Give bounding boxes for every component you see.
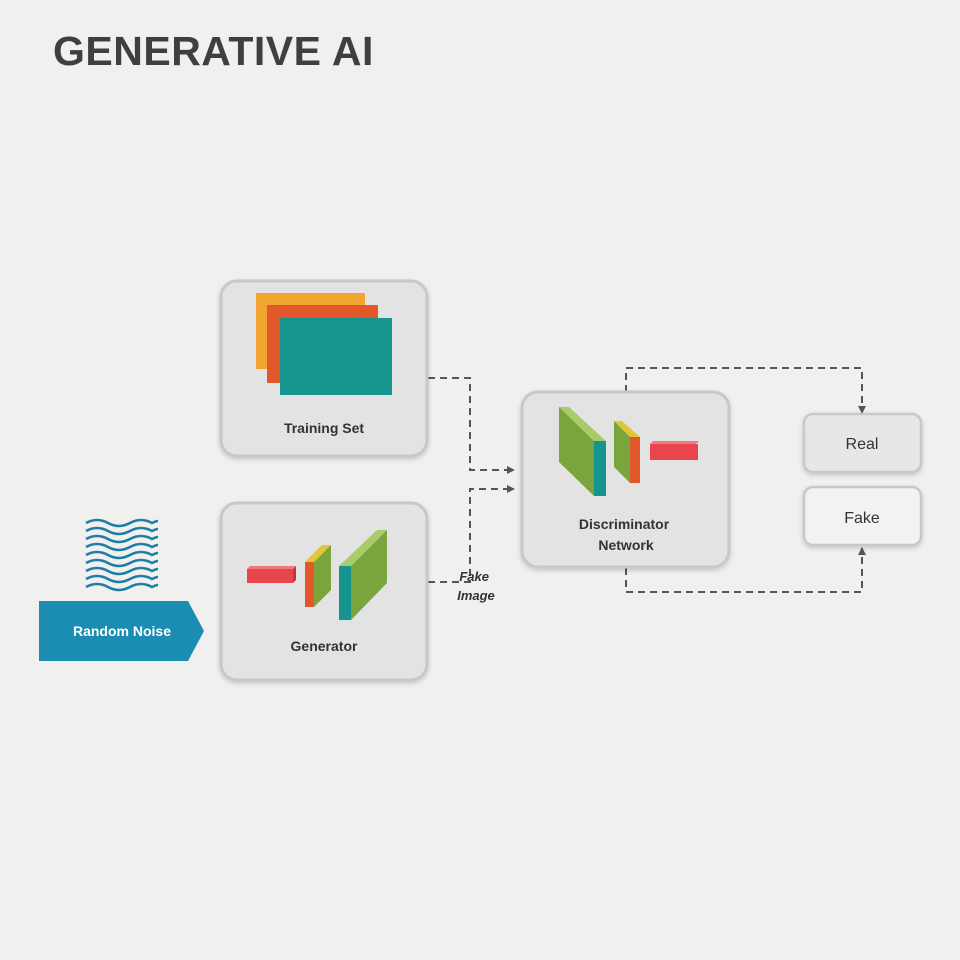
generator-label: Generator: [291, 638, 358, 654]
fake-output-label: Fake: [844, 510, 880, 527]
connector-discriminator-to-fake: [625, 547, 866, 593]
real-output-node: Real: [802, 412, 923, 474]
connector-discriminator-to-real: [625, 367, 866, 414]
training-image-front-icon: [280, 318, 392, 395]
discriminator-layers-icon: [559, 407, 699, 496]
connector-training-to-discriminator: [428, 377, 515, 474]
generator-layers-icon: [247, 530, 387, 620]
discriminator-node: Discriminator Network: [520, 390, 731, 569]
generator-node: Generator: [219, 501, 429, 682]
connector-generator-to-discriminator: [428, 485, 515, 583]
fake-image-label: Fake Image: [457, 569, 495, 603]
random-noise-label: Random Noise: [73, 623, 171, 639]
discriminator-label: Discriminator Network: [579, 516, 673, 553]
training-set-node: Training Set: [219, 279, 429, 458]
training-set-label: Training Set: [284, 420, 364, 436]
noise-waves-icon: [85, 518, 159, 592]
fake-output-node: Fake: [802, 485, 923, 547]
real-output-label: Real: [846, 436, 879, 453]
page-title: GENERATIVE AI: [53, 28, 374, 74]
random-noise-node: Random Noise: [39, 601, 204, 661]
